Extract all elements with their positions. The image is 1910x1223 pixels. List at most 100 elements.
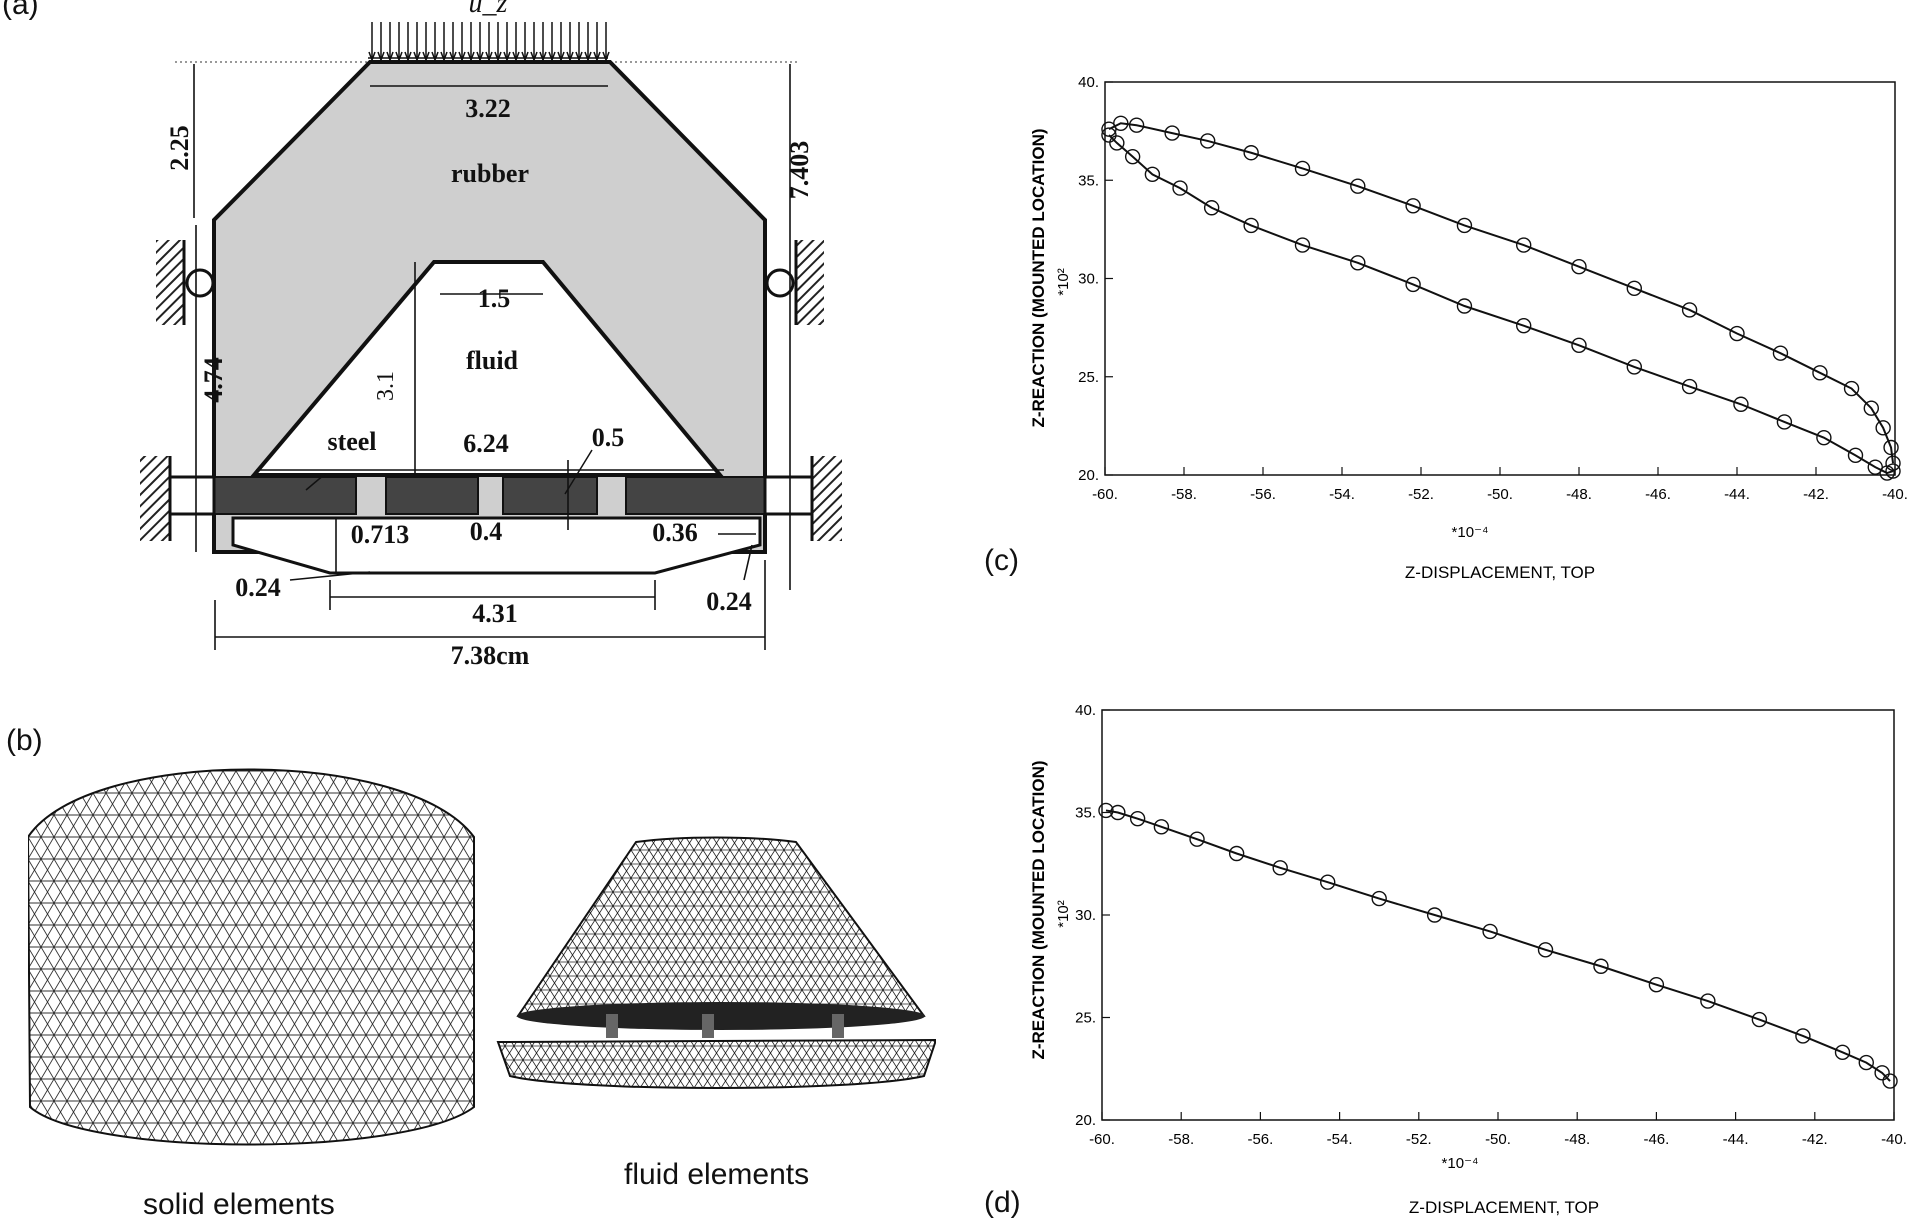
data-point (1113, 115, 1129, 131)
data-point (1189, 831, 1205, 847)
data-point (1772, 345, 1789, 361)
data-point (1795, 1028, 1811, 1044)
x-tick-label: -46. (1645, 486, 1671, 503)
x-tick-label: -46. (1643, 1131, 1669, 1148)
data-point (1858, 1054, 1874, 1071)
dim-fluid-height: 3.1 (373, 371, 399, 401)
x-tick-label: -48. (1564, 1131, 1590, 1148)
mount-cross-section-drawing: u_z 3.22 2.25 7.403 rubber 1.5 fluid 3.1… (140, 0, 842, 670)
data-point (1371, 890, 1387, 907)
load-arrows (368, 22, 610, 63)
data-point (1199, 133, 1216, 149)
series-line (1108, 134, 1894, 475)
chart-d: Z-REACTION (MOUNTED LOCATION) *10² *10⁻⁴… (1029, 702, 1907, 1217)
data-point (1571, 337, 1587, 354)
data-point (1885, 463, 1901, 479)
data-point (1874, 1065, 1890, 1081)
panel-label-c: (c) (984, 544, 1019, 577)
x-tick-label: -44. (1724, 486, 1750, 503)
data-point (1243, 145, 1259, 161)
y-tick-label: 30. (1075, 907, 1096, 924)
x-tick-label: -44. (1723, 1131, 1749, 1148)
data-point (1110, 804, 1126, 821)
panel-label-a: (a) (2, 0, 39, 21)
data-point (1516, 317, 1532, 334)
left-fixed-support (140, 456, 216, 541)
y-tick-label: 35. (1078, 172, 1099, 189)
steel-label: steel (327, 427, 376, 456)
fluid-elements-mesh (496, 836, 936, 1089)
data-point (1426, 907, 1443, 923)
data-point (1129, 810, 1146, 827)
x-tick-label: -48. (1566, 486, 1592, 503)
data-point (1537, 942, 1554, 958)
x-tick-label: -54. (1329, 486, 1355, 503)
dim-edge-gap: 0.36 (652, 518, 698, 547)
dimension-lines (193, 64, 791, 650)
chart-d-x-scale: *10⁻⁴ (1442, 1155, 1479, 1172)
chart-d-x-label: Z-DISPLACEMENT, TOP (1409, 1198, 1599, 1217)
data-point (1128, 117, 1145, 133)
lower-chamber (231, 516, 762, 575)
steel-plate-1 (213, 476, 357, 515)
data-point (1294, 160, 1311, 177)
load-symbol: u_z (469, 0, 508, 19)
x-tick-label: -42. (1802, 1131, 1828, 1148)
data-point (1863, 400, 1879, 416)
data-point (1272, 860, 1288, 876)
y-tick-label: 30. (1078, 271, 1099, 288)
right-fixed-support (763, 456, 842, 541)
left-roller-support (156, 240, 215, 325)
steel-plate-2 (385, 476, 479, 515)
series-line (1105, 809, 1891, 1082)
fluid-cone-mesh (516, 836, 926, 1029)
x-tick-label: -54. (1327, 1131, 1353, 1148)
data-point (1733, 396, 1749, 412)
fluid-cavity (249, 260, 725, 477)
data-point (1405, 198, 1421, 214)
data-point (1294, 237, 1311, 253)
x-tick-label: -56. (1250, 486, 1276, 503)
series-line (1108, 122, 1895, 464)
y-tick-label: 25. (1075, 1010, 1096, 1027)
chart-c-x-label: Z-DISPLACEMENT, TOP (1405, 563, 1595, 582)
rubber-label: rubber (451, 159, 529, 188)
dim-left-thick: 0.24 (235, 573, 281, 602)
data-point (1456, 298, 1473, 314)
data-point (1729, 325, 1745, 342)
data-point (1626, 359, 1642, 375)
dim-top-height: 2.25 (165, 125, 194, 171)
data-point (1882, 1073, 1898, 1089)
data-point (1834, 1044, 1851, 1061)
data-point (1456, 217, 1473, 234)
fluid-cone-base (517, 1002, 925, 1030)
solid-elements-caption: solid elements (143, 1188, 335, 1221)
panel-label-d: (d) (984, 1186, 1021, 1219)
y-tick-label: 35. (1075, 805, 1096, 822)
chart-d-y-label: Z-REACTION (MOUNTED LOCATION) (1029, 760, 1048, 1059)
chart-d-y-scale: *10² (1055, 900, 1072, 928)
dim-hole: 0.5 (592, 423, 625, 452)
chart-c-y-scale: *10² (1055, 268, 1072, 296)
x-tick-label: -50. (1487, 486, 1513, 503)
dim-right-thick: 0.24 (706, 587, 752, 616)
right-roller-support (765, 240, 824, 325)
x-tick-label: -40. (1881, 1131, 1907, 1148)
y-tick-label: 25. (1078, 369, 1099, 386)
dim-side-height: 4.74 (199, 357, 228, 403)
data-point (1847, 447, 1864, 464)
data-point (1228, 845, 1245, 862)
dim-top-width: 3.22 (465, 94, 511, 123)
dim-hole-gap: 0.4 (470, 517, 503, 546)
data-point (1172, 180, 1188, 196)
fluid-bottom-mesh (496, 1038, 936, 1089)
data-point (1164, 125, 1180, 141)
data-point (1883, 439, 1899, 456)
fluid-label: fluid (466, 346, 519, 375)
data-point (1124, 148, 1141, 165)
x-tick-label: -58. (1171, 486, 1197, 503)
data-point (1405, 276, 1421, 293)
y-tick-label: 20. (1078, 467, 1099, 484)
data-point (1482, 923, 1498, 940)
data-point (1812, 365, 1828, 381)
